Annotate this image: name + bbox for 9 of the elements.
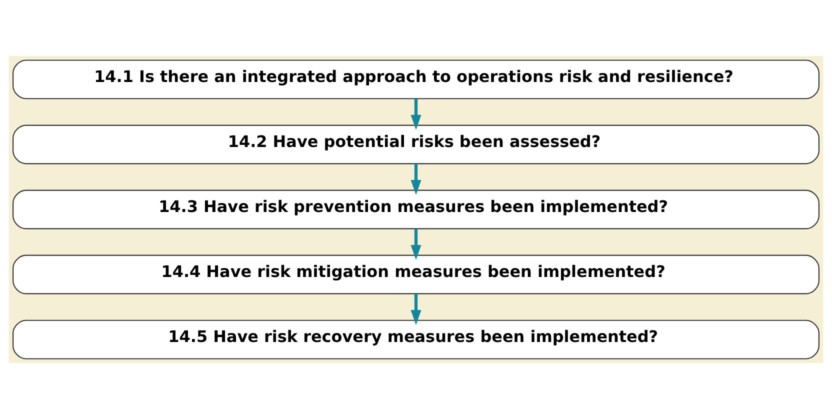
node-box: 14.5 Have risk recovery measures been implemented? (12, 320, 820, 360)
node-box: 14.3 Have risk prevention measures been implemented? (12, 190, 820, 230)
arrow (410, 164, 422, 195)
arrow (410, 228, 422, 260)
node-box: 14.1 Is there an integrated approach to operations risk and resilience? (12, 60, 820, 100)
node-box: 14.2 Have potential risks been assessed? (12, 124, 820, 164)
arrow (410, 294, 422, 325)
node-box: 14.4 Have risk mitigation measures been implemented? (12, 254, 820, 294)
arrow (410, 98, 422, 130)
